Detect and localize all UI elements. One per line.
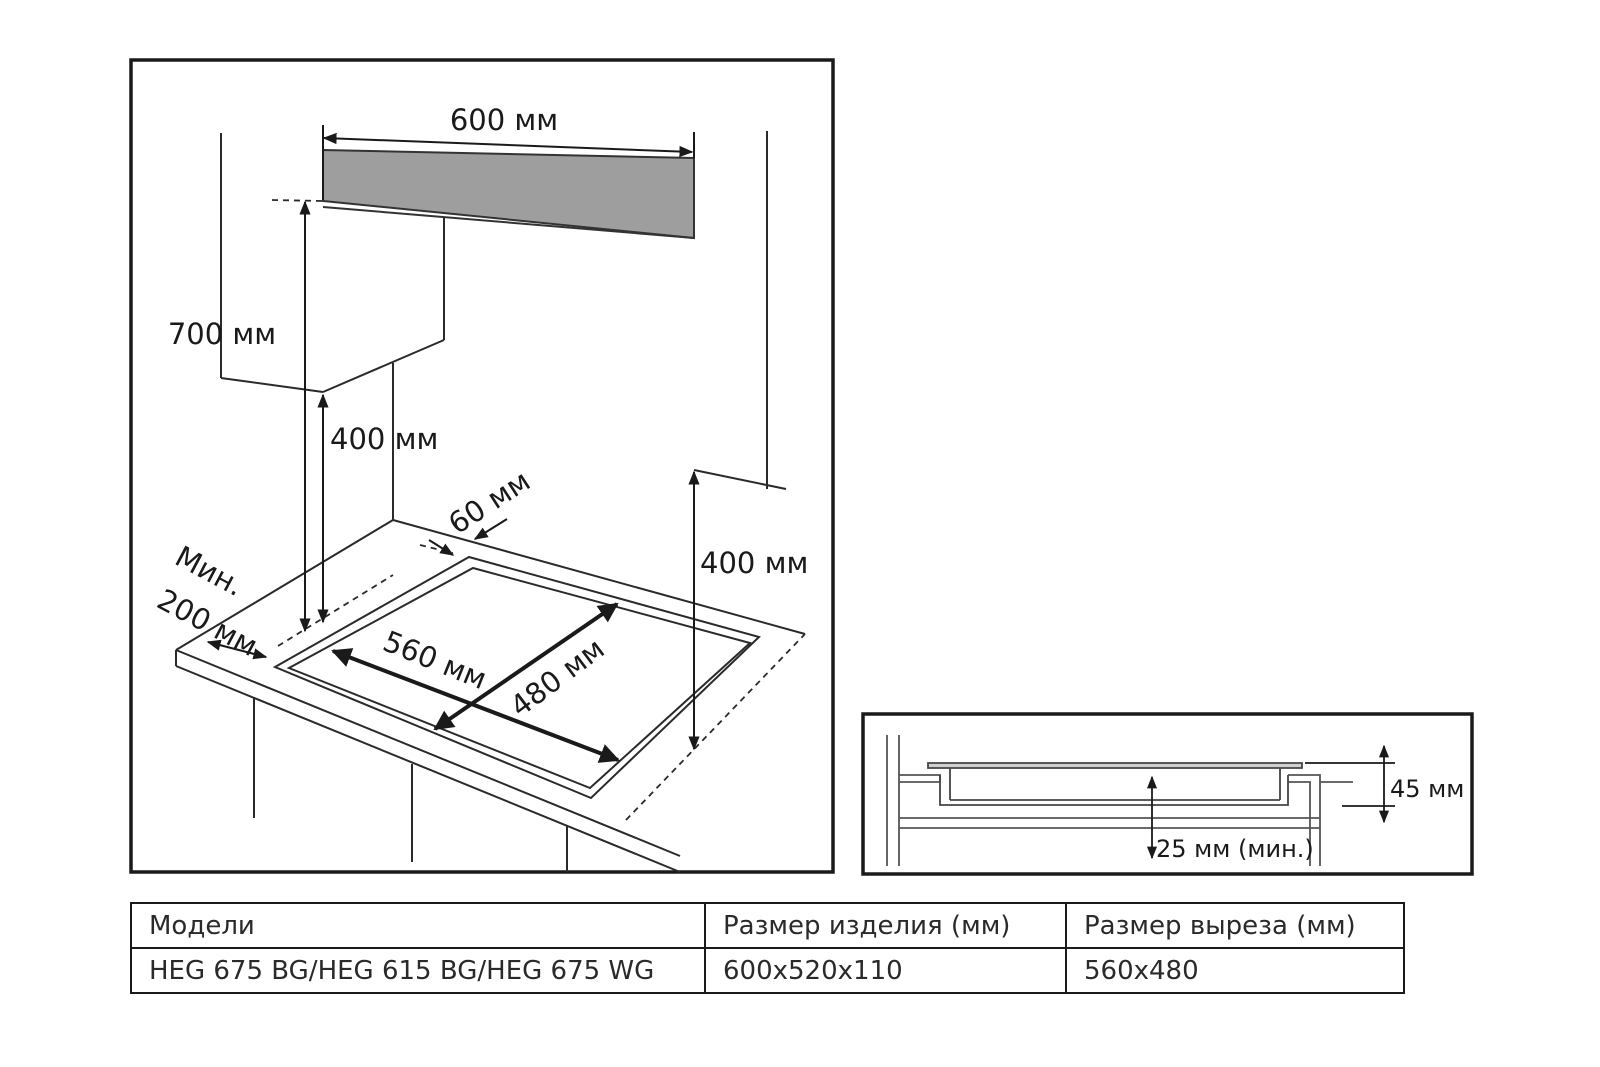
range-hood	[322, 148, 695, 240]
side-panel: 45 мм 25 мм (мин.)	[861, 712, 1474, 876]
main-panel-frame	[129, 58, 835, 874]
countertop-section	[886, 735, 1353, 866]
guide-dashes	[271, 199, 806, 821]
table-header-row: Модели Размер изделия (мм) Размер выреза…	[130, 902, 1405, 949]
cell-product-size: 600x520x110	[704, 947, 1067, 994]
side-wall-clearance-label: 400 мм	[700, 546, 808, 580]
hob-body	[927, 762, 1303, 806]
header-models: Модели	[130, 902, 706, 949]
spec-table: Модели Размер изделия (мм) Размер выреза…	[130, 902, 1405, 994]
back-wall-lines	[392, 131, 787, 520]
header-product-size: Размер изделия (мм)	[704, 902, 1067, 949]
cutout-arrows	[331, 602, 620, 763]
width-label: 600 мм	[450, 103, 558, 137]
side-dimension-lines	[1146, 744, 1395, 860]
height-label: 700 мм	[168, 317, 276, 351]
cell-models: HEG 675 BG/HEG 615 BG/HEG 675 WG	[130, 947, 706, 994]
side-panel-frame	[861, 712, 1474, 876]
cutout-outline	[272, 555, 761, 800]
min-label-line2: 200 мм	[152, 582, 264, 663]
dimension-lines	[206, 125, 700, 751]
depth-label: 45 мм	[1390, 775, 1464, 803]
gap-label: 25 мм (мин.)	[1156, 835, 1314, 863]
main-panel: 600 мм 700 мм 400 мм 400 мм 60 мм Мин. 2…	[129, 58, 835, 874]
table-row: HEG 675 BG/HEG 615 BG/HEG 675 WG 600x520…	[130, 947, 1405, 994]
range-hood-underside	[322, 206, 695, 239]
header-cutout-size: Размер выреза (мм)	[1065, 902, 1405, 949]
cell-cutout-size: 560x480	[1065, 947, 1405, 994]
cabinet-clearance-label: 400 мм	[330, 422, 438, 456]
cutout-width-label: 560 мм	[378, 624, 491, 696]
